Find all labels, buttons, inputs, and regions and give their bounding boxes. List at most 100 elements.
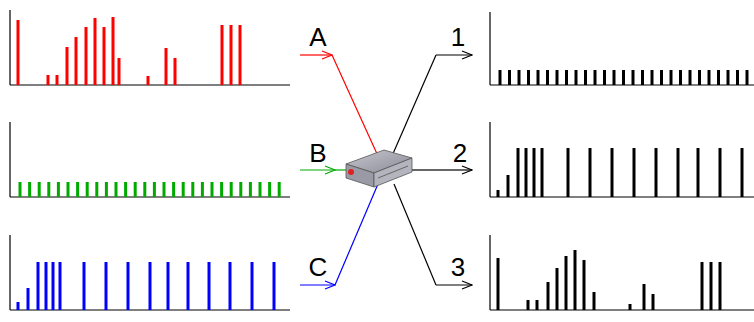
bar (187, 262, 190, 310)
bar (167, 262, 170, 310)
bar-chart (10, 10, 290, 85)
x-axis (490, 309, 754, 310)
port-label: B (309, 140, 326, 166)
bar (17, 20, 20, 85)
bar (565, 70, 568, 85)
bar (75, 37, 78, 85)
bar (273, 262, 276, 310)
bar (525, 148, 528, 197)
bar (497, 190, 500, 197)
bar (94, 18, 97, 85)
bar (103, 27, 106, 85)
bar (28, 182, 31, 197)
bar (741, 148, 744, 197)
bar (677, 148, 680, 197)
bar (249, 182, 252, 197)
bar (698, 70, 701, 85)
bar (105, 262, 108, 310)
bar (27, 288, 30, 310)
bar (507, 175, 510, 197)
bar (251, 262, 254, 310)
bar-chart (10, 235, 290, 310)
bar (527, 300, 530, 310)
bar (629, 304, 632, 310)
bar (134, 182, 137, 197)
bar (736, 70, 739, 85)
bar (47, 75, 50, 85)
port-label: A (309, 24, 326, 50)
bar (76, 182, 79, 197)
bar (174, 58, 177, 85)
bar (268, 182, 271, 197)
bar (719, 148, 722, 197)
bar (239, 182, 242, 197)
bar (86, 182, 89, 197)
router-device (346, 150, 412, 187)
bar (221, 25, 224, 85)
bar (660, 70, 663, 85)
bar (613, 70, 616, 85)
bar-chart (490, 12, 754, 85)
port-label: 1 (451, 24, 465, 50)
bar (112, 17, 115, 85)
bar (536, 300, 539, 310)
port-label: 2 (453, 140, 467, 166)
y-axis (9, 122, 10, 197)
bar (717, 70, 720, 85)
bar (147, 76, 150, 85)
bar (508, 70, 511, 85)
bar (220, 182, 223, 197)
bar (708, 70, 711, 85)
bar (727, 70, 730, 85)
bar (632, 70, 635, 85)
bar (537, 70, 540, 85)
bar (719, 262, 722, 310)
bar (697, 148, 700, 197)
bar (211, 182, 214, 197)
bar (546, 70, 549, 85)
bar (124, 182, 127, 197)
bar (593, 292, 596, 310)
bar (643, 284, 646, 310)
bar (651, 70, 654, 85)
y-axis (9, 235, 10, 310)
bar (574, 250, 577, 310)
bar (38, 182, 41, 197)
bar (153, 182, 156, 197)
bar (239, 25, 242, 85)
bar (85, 27, 88, 85)
bar (527, 70, 530, 85)
bar (556, 268, 559, 310)
bar (583, 260, 586, 310)
bar (17, 302, 20, 310)
y-axis (9, 10, 10, 85)
bar (191, 182, 194, 197)
bar (57, 182, 60, 197)
bar (670, 70, 673, 85)
bar (67, 182, 70, 197)
bar (641, 70, 644, 85)
bar (567, 148, 570, 197)
bar (37, 262, 40, 310)
y-axis (489, 122, 490, 197)
bar (230, 25, 233, 85)
bar (652, 294, 655, 310)
bar (565, 256, 568, 310)
bar (208, 262, 211, 310)
bar (584, 70, 587, 85)
bar-chart (490, 235, 754, 310)
bar-chart (490, 122, 754, 197)
bar (95, 182, 98, 197)
bar (163, 182, 166, 197)
bar (611, 148, 614, 197)
bar (259, 182, 262, 197)
bar (499, 70, 502, 85)
bar (746, 70, 749, 85)
bar (118, 58, 121, 85)
bar (594, 70, 597, 85)
bar (710, 262, 713, 310)
bar (56, 75, 59, 85)
bar (556, 70, 559, 85)
